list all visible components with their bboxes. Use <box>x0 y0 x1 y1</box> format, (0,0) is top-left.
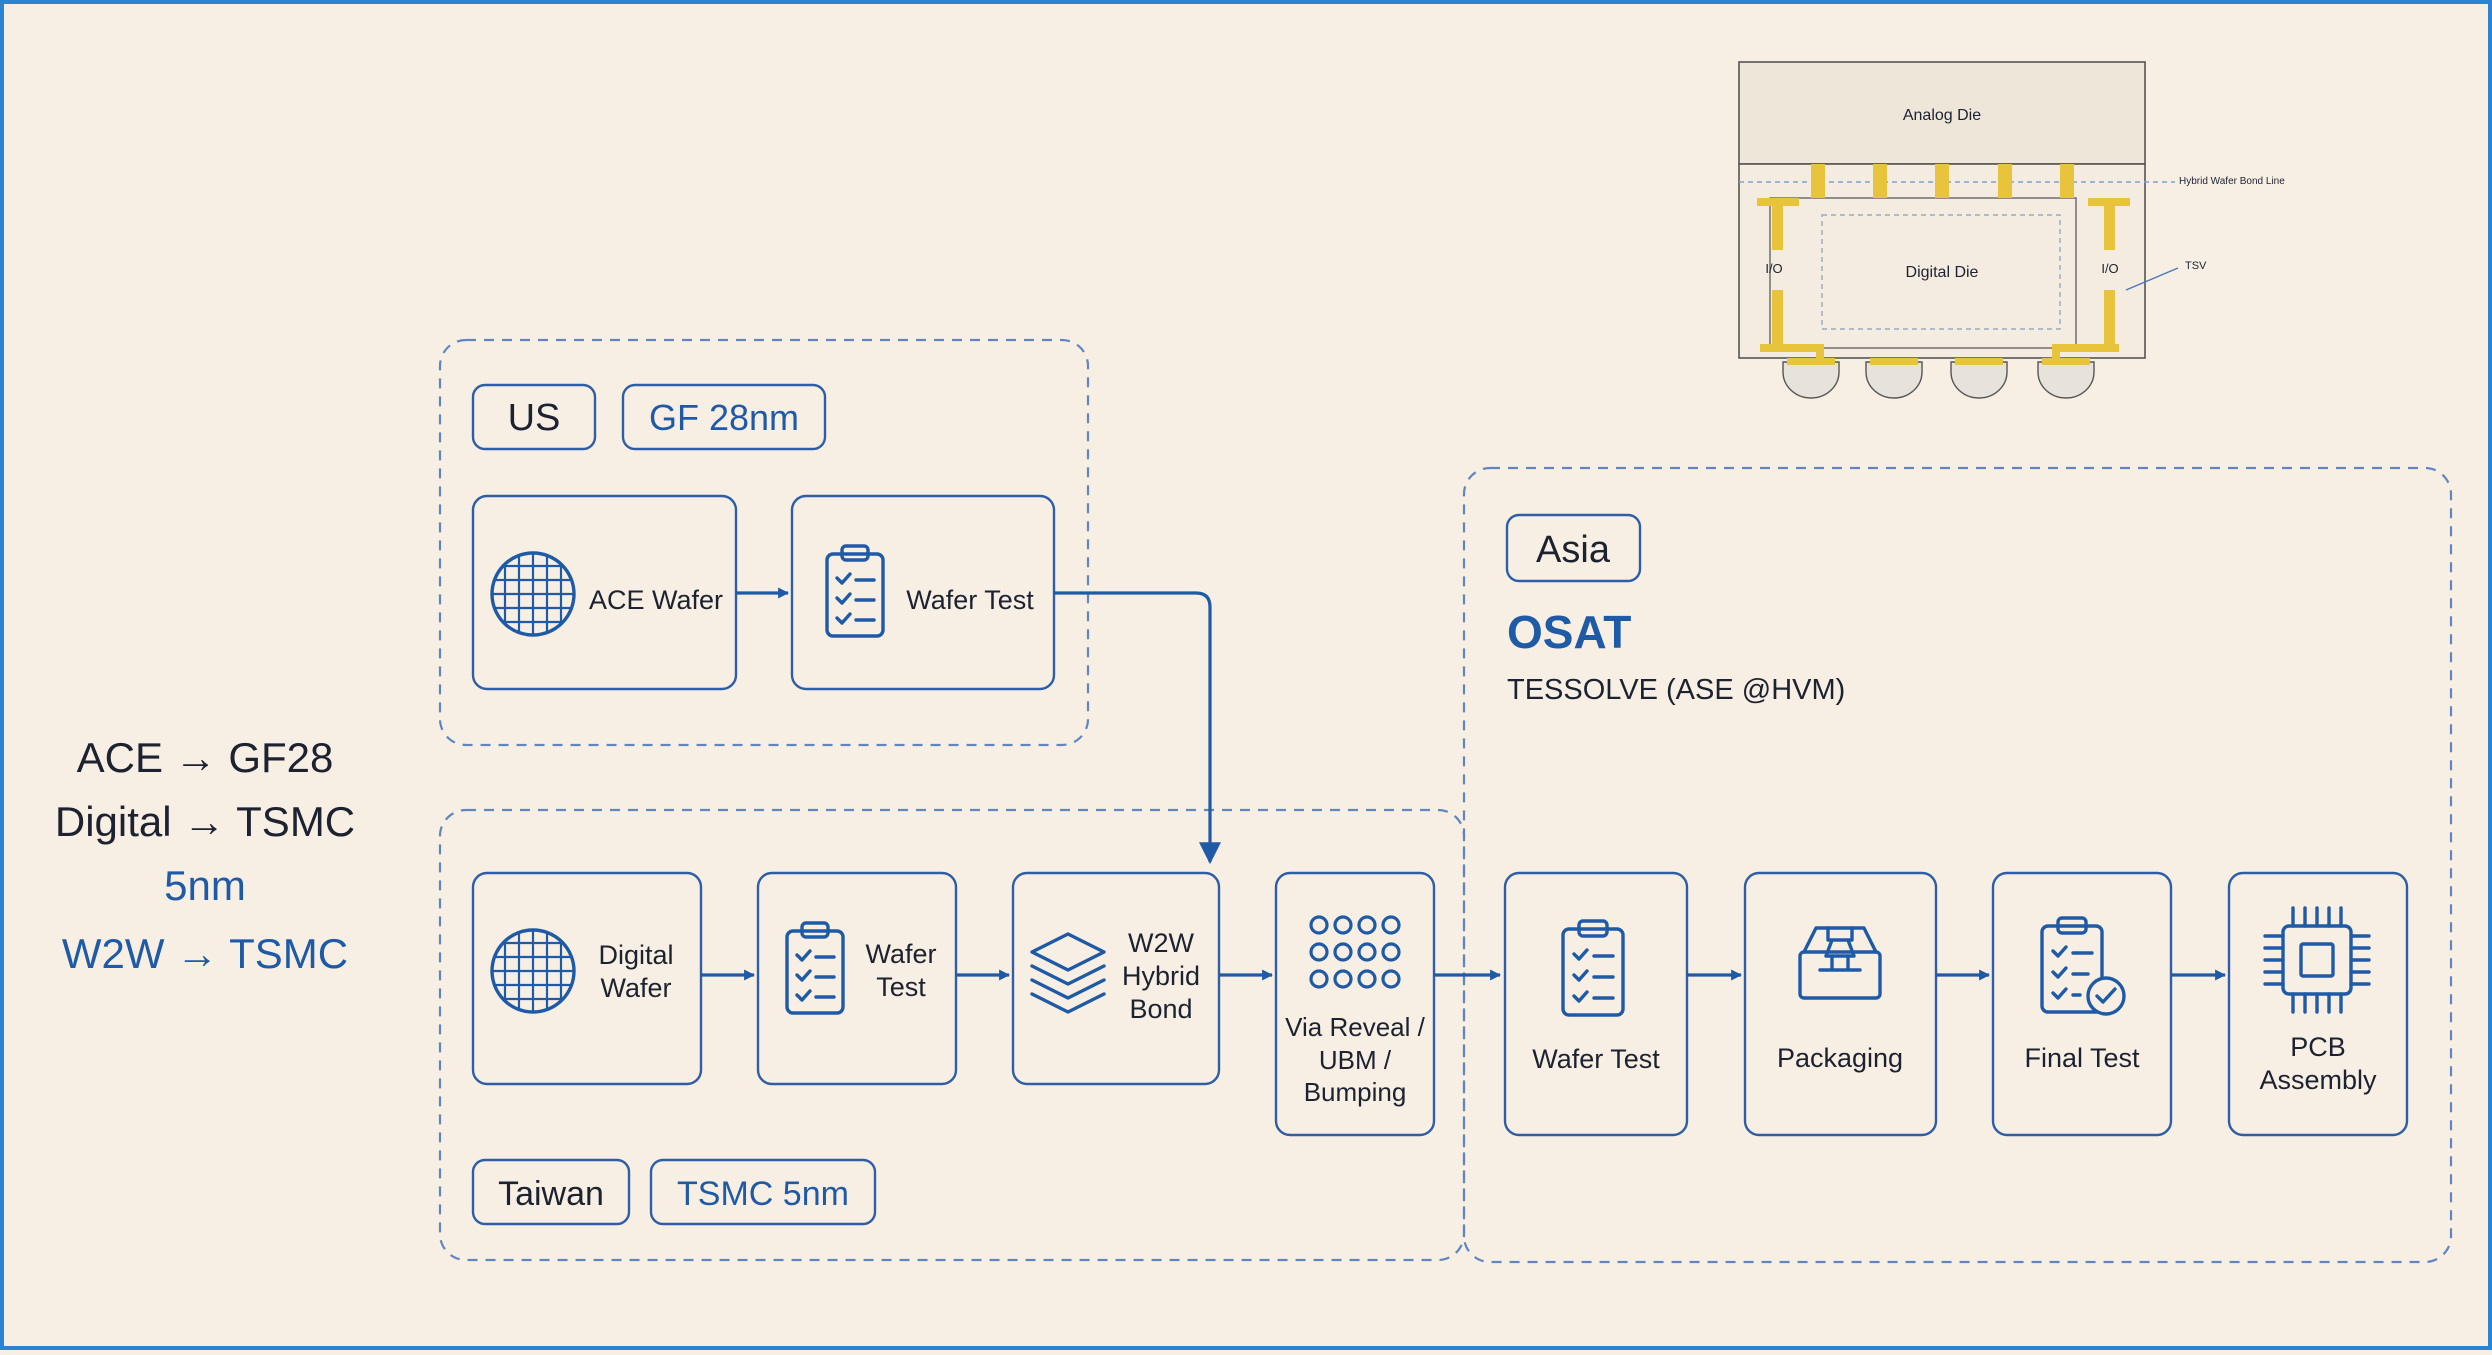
tw-wafer-test-label-1: Wafer <box>865 939 936 969</box>
via-label-2: UBM / <box>1319 1045 1392 1075</box>
digital-die-label: Digital Die <box>1906 264 1979 281</box>
osat-title: OSAT <box>1507 606 1631 658</box>
step-w2w-hybrid-bond <box>1011 871 1221 1086</box>
bond-pads <box>1811 164 2074 198</box>
gf-fab-pill <box>621 383 827 451</box>
tsmc-fab-label: TSMC 5nm <box>677 1175 849 1213</box>
bond-line-label: Hybrid Wafer Bond Line <box>2179 176 2285 187</box>
gf-fab-label: GF 28nm <box>649 397 799 438</box>
step-packaging <box>1743 871 1938 1137</box>
w2w-label-3: Bond <box>1129 994 1192 1024</box>
digital-wafer-label-2: Wafer <box>600 973 671 1003</box>
io-left-label: I/O <box>1765 261 1782 276</box>
analog-die <box>1738 61 2146 165</box>
step-asia-wafer-test <box>1503 871 1689 1137</box>
tsv-callout-line <box>2125 267 2179 291</box>
summary-line-4: W2W → TSMC <box>62 930 348 977</box>
clipboard-checklist-icon <box>1561 919 1625 1017</box>
wafer-icon <box>490 928 576 1014</box>
w2w-label-1: W2W <box>1128 928 1195 958</box>
tsv-label: TSV <box>2185 260 2207 272</box>
us-wafer-test-label: Wafer Test <box>906 585 1034 615</box>
summary-line-3: 5nm <box>164 862 246 909</box>
via-label-3: Bumping <box>1304 1077 1407 1107</box>
final-test-label: Final Test <box>2024 1043 2140 1073</box>
package-cross-section: Analog Die Digital Die Hybrid Wafer Bond… <box>1738 61 2285 399</box>
summary-text: ACE → GF28 Digital → TSMC 5nm W2W → TSMC <box>55 734 355 977</box>
pcb-label-2: Assembly <box>2259 1065 2377 1095</box>
wafer-icon <box>490 551 576 637</box>
asia-region-pill <box>1505 513 1642 583</box>
analog-die-label: Analog Die <box>1903 107 1981 124</box>
taiwan-region-label: Taiwan <box>498 1175 604 1213</box>
asia-region-group <box>1462 466 2453 1264</box>
chip-icon <box>2263 906 2371 1014</box>
tsv-left <box>1757 198 1824 358</box>
clipboard-checklist-icon <box>825 544 885 638</box>
us-region-group <box>438 338 1090 747</box>
clipboard-check-icon <box>2040 916 2126 1016</box>
tsv-right <box>2052 198 2130 358</box>
taiwan-region-pill <box>471 1158 631 1226</box>
digital-die-core <box>1821 214 2061 330</box>
step-pcb-assembly <box>2227 871 2409 1137</box>
asia-wafer-test-label: Wafer Test <box>1532 1044 1660 1074</box>
digital-wafer-label-1: Digital <box>598 940 673 970</box>
via-label-1: Via Reveal / <box>1285 1012 1425 1042</box>
tsmc-fab-pill <box>649 1158 877 1226</box>
osat-subtitle: TESSOLVE (ASE @HVM) <box>1507 674 1845 706</box>
summary-line-1: ACE → GF28 <box>77 734 334 781</box>
flow-arrow-us-to-bond <box>1054 591 1221 865</box>
pcb-label-1: PCB <box>2290 1032 2346 1062</box>
packaging-label: Packaging <box>1777 1043 1903 1073</box>
summary-line-2: Digital → TSMC <box>55 798 355 845</box>
ubm-pads <box>1787 358 2090 365</box>
step-digital-wafer <box>471 871 703 1086</box>
clipboard-checklist-icon <box>785 921 845 1015</box>
step-tw-wafer-test <box>756 871 958 1086</box>
digital-die-region <box>1769 197 2077 349</box>
io-right-label: I/O <box>2101 261 2118 276</box>
w2w-label-2: Hybrid <box>1122 961 1200 991</box>
asia-region-label: Asia <box>1536 529 1611 571</box>
step-final-test <box>1991 871 2173 1137</box>
solder-bumps <box>1782 361 2095 399</box>
stacked-layers-icon <box>1030 932 1106 1014</box>
us-region-label: US <box>508 397 561 439</box>
us-region-pill <box>471 383 597 451</box>
step-via-reveal <box>1274 871 1436 1137</box>
tw-wafer-test-label-2: Test <box>876 972 926 1002</box>
bump-dots-icon <box>1309 915 1401 989</box>
package-box-icon <box>1798 926 1882 1000</box>
ace-wafer-label: ACE Wafer <box>589 585 723 615</box>
